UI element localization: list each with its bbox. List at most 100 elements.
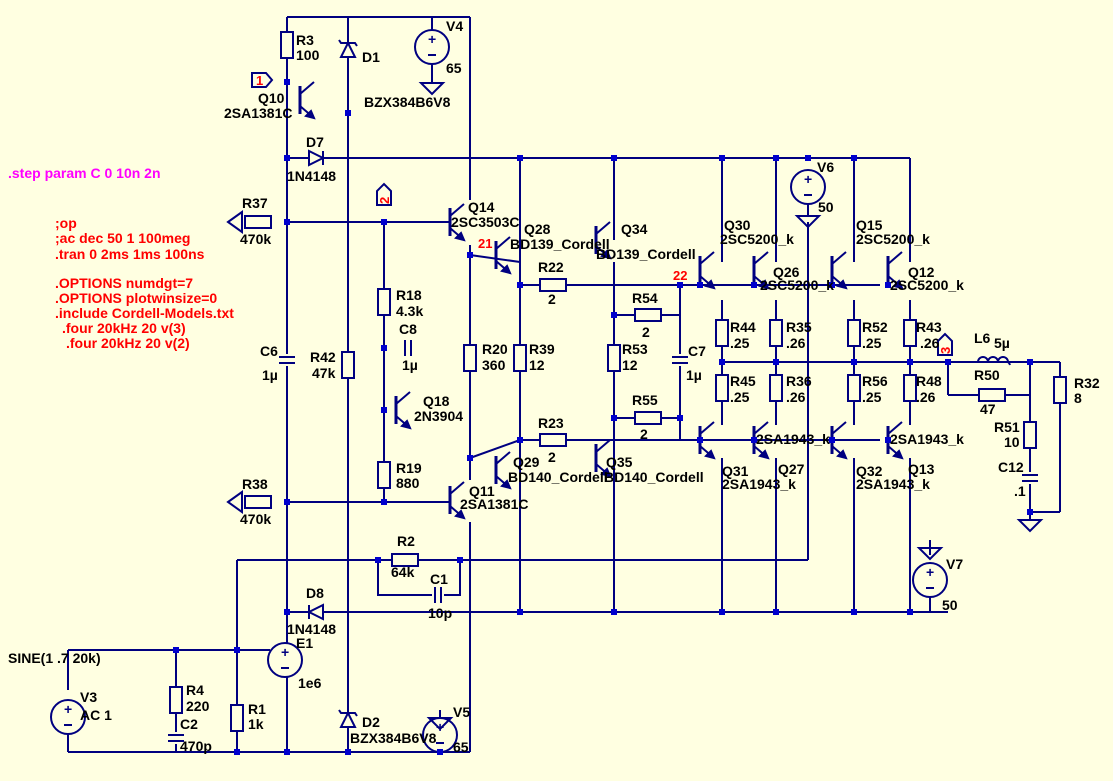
r1-value: 1k: [248, 716, 264, 732]
resistor-r54[interactable]: [634, 308, 662, 322]
source-v6[interactable]: +: [790, 169, 826, 205]
resistor-r39-body: [513, 344, 527, 372]
transistor-q26[interactable]: [752, 251, 770, 290]
junction-dot: [829, 282, 835, 288]
transistor-q29[interactable]: [494, 451, 512, 490]
four2-directive[interactable]: .four 20kHz 20 v(2): [66, 335, 190, 351]
transistor-q18[interactable]: [394, 391, 412, 430]
resistor-r32[interactable]: [1053, 376, 1067, 404]
resistor-r50[interactable]: [978, 388, 1006, 402]
transistor-q31[interactable]: [698, 421, 716, 460]
q34-model: BD139_Cordell: [596, 246, 696, 262]
wire: [377, 560, 461, 596]
capacitor-c7[interactable]: [672, 354, 688, 366]
plotwinsize-directive[interactable]: .OPTIONS plotwinsize=0: [55, 290, 217, 306]
resistor-r38[interactable]: [244, 495, 272, 509]
port-r38[interactable]: [226, 490, 243, 514]
resistor-r51[interactable]: [1023, 421, 1037, 449]
inductor-l6[interactable]: [977, 356, 1011, 366]
r50-name: R50: [974, 367, 1000, 383]
q18-name: Q18: [423, 393, 450, 409]
capacitor-c2[interactable]: [168, 732, 184, 744]
resistor-r22[interactable]: [539, 278, 567, 292]
transistor-q12[interactable]: [886, 251, 904, 290]
ac-directive[interactable]: ;ac dec 50 1 100meg: [55, 230, 190, 246]
transistor-q29-collector: [495, 451, 511, 465]
q31-model: 2SA1943_k: [722, 476, 796, 492]
source-v4[interactable]: +: [414, 29, 450, 65]
junction-dot: [851, 609, 857, 615]
ground-v7[interactable]: [916, 540, 944, 561]
resistor-r44[interactable]: [715, 319, 729, 347]
zener-d2[interactable]: [338, 709, 358, 728]
resistor-r3[interactable]: [280, 31, 294, 59]
resistor-r56[interactable]: [847, 374, 861, 402]
capacitor-c12[interactable]: [1022, 472, 1038, 484]
c7-name: C7: [688, 343, 706, 359]
ground-v5[interactable]: [426, 710, 454, 731]
resistor-r23[interactable]: [539, 433, 567, 447]
tran-directive[interactable]: .tran 0 2ms 1ms 100ns: [55, 246, 205, 262]
r4-name: R4: [186, 682, 204, 698]
resistor-r1[interactable]: [230, 704, 244, 732]
resistor-r42[interactable]: [341, 351, 355, 379]
step-directive[interactable]: .step param C 0 10n 2n: [8, 165, 161, 181]
ground-v6-symbol: [794, 215, 822, 229]
q27-name: Q27: [778, 461, 805, 477]
transistor-q28[interactable]: [494, 236, 512, 275]
resistor-r36[interactable]: [769, 374, 783, 402]
diode-d8[interactable]: [306, 603, 324, 621]
junction-dot: [345, 110, 351, 116]
capacitor-c8[interactable]: [402, 340, 414, 356]
transistor-q34[interactable]: [594, 221, 612, 260]
four3-directive[interactable]: .four 20kHz 20 v(3): [62, 320, 186, 336]
resistor-r37[interactable]: [244, 215, 272, 229]
r32-value: 8: [1074, 390, 1082, 406]
resistor-r52[interactable]: [847, 319, 861, 347]
diode-d7[interactable]: [308, 149, 326, 167]
resistor-r48[interactable]: [903, 374, 917, 402]
transistor-q27[interactable]: [752, 421, 770, 460]
resistor-r35[interactable]: [769, 319, 783, 347]
resistor-r18[interactable]: [377, 288, 391, 316]
zener-d1[interactable]: [338, 39, 358, 58]
transistor-q11[interactable]: [448, 481, 466, 520]
capacitor-c1[interactable]: [432, 587, 444, 603]
numdgt-directive[interactable]: .OPTIONS numdgt=7: [55, 275, 193, 291]
ground-v4[interactable]: [418, 75, 446, 96]
ground-v6[interactable]: [794, 208, 822, 229]
source-e1[interactable]: +: [267, 642, 303, 678]
transistor-q15[interactable]: [830, 251, 848, 290]
net-label-2[interactable]: 2: [376, 182, 392, 206]
include-directive[interactable]: .include Cordell-Models.txt: [55, 305, 234, 321]
transistor-q29-arrow: [500, 479, 512, 490]
r18-name: R18: [396, 287, 422, 303]
resistor-r19[interactable]: [377, 461, 391, 489]
transistor-q34-collector: [595, 221, 611, 235]
resistor-r55[interactable]: [634, 411, 662, 425]
resistor-r39[interactable]: [513, 344, 527, 372]
transistor-q10[interactable]: [298, 81, 316, 120]
junction-dot: [284, 609, 290, 615]
q26-model: 2SC5200_k: [760, 277, 834, 293]
port-r37[interactable]: [226, 210, 243, 234]
transistor-q35[interactable]: [594, 439, 612, 478]
op-directive[interactable]: ;op: [55, 215, 77, 231]
transistor-q14[interactable]: [448, 203, 466, 242]
source-v7[interactable]: +: [912, 562, 948, 598]
junction-dot: [517, 609, 523, 615]
v4-value: 65: [446, 60, 462, 76]
resistor-r53[interactable]: [607, 344, 621, 372]
source-v3[interactable]: +: [50, 699, 86, 735]
r23-value: 2: [548, 449, 556, 465]
l6-name: L6: [974, 330, 991, 346]
net-label-1[interactable]: 1: [251, 72, 274, 88]
resistor-r4[interactable]: [169, 686, 183, 714]
resistor-r2[interactable]: [391, 553, 419, 567]
transistor-q30[interactable]: [698, 251, 716, 290]
resistor-r45[interactable]: [715, 374, 729, 402]
resistor-r43[interactable]: [903, 319, 917, 347]
capacitor-c6[interactable]: [279, 354, 295, 366]
net-label-3[interactable]: 3: [937, 332, 953, 356]
resistor-r20[interactable]: [463, 344, 477, 372]
